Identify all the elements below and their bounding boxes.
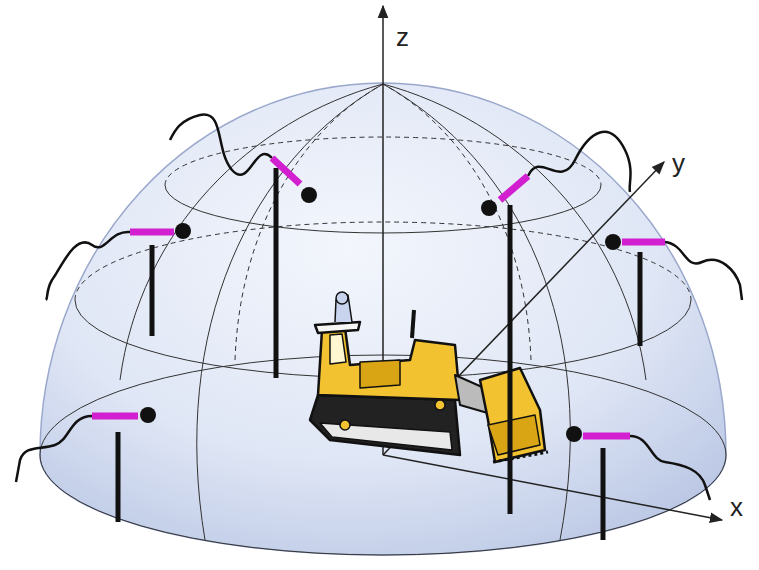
sensor-cables bbox=[16, 115, 742, 500]
microphones bbox=[92, 158, 665, 436]
axis-label: x bbox=[730, 494, 743, 520]
microphone-heads bbox=[140, 187, 621, 442]
axis-label: z bbox=[396, 24, 409, 50]
sensor-poles bbox=[118, 168, 640, 540]
base-front bbox=[40, 455, 726, 555]
x-axis bbox=[383, 455, 722, 520]
meridian bbox=[383, 84, 646, 380]
meridian bbox=[383, 84, 570, 540]
axis-label: y bbox=[672, 150, 685, 176]
meridian bbox=[197, 84, 383, 540]
meridian-back bbox=[235, 84, 383, 360]
base-back bbox=[40, 355, 726, 455]
